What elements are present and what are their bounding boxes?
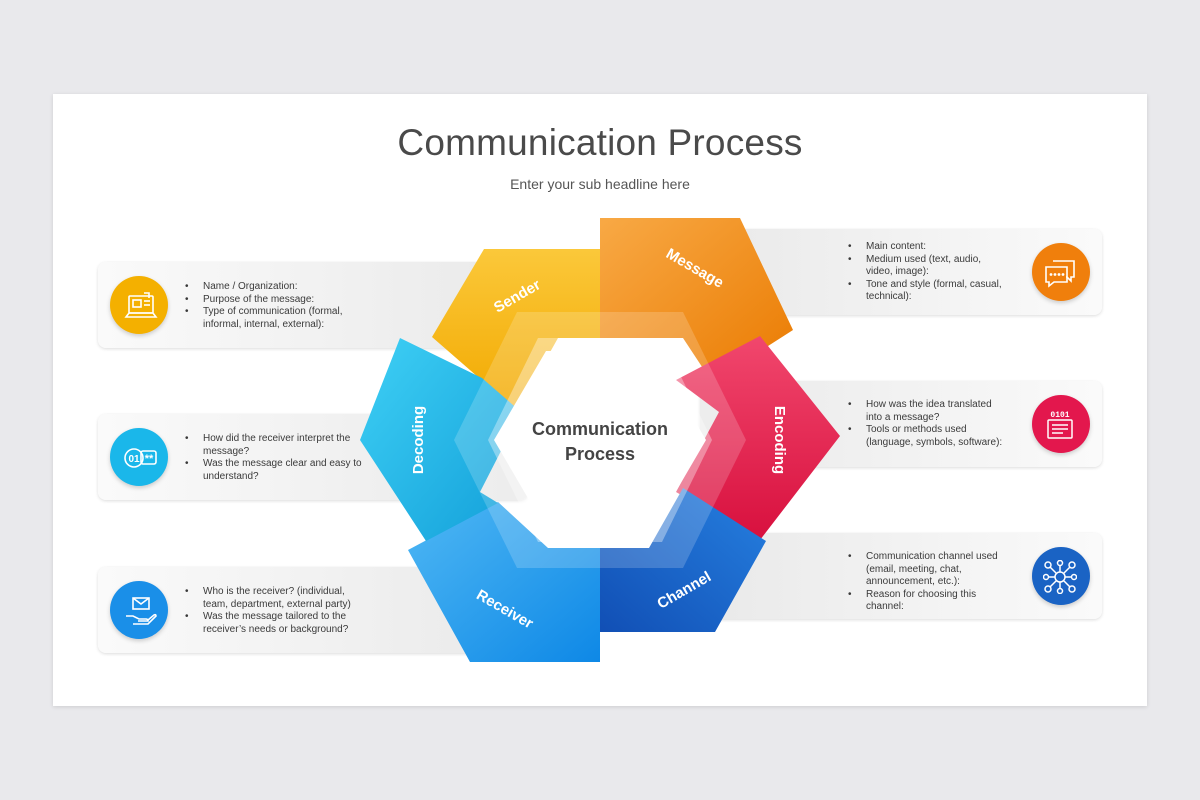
- encoding-bullets: How was the idea translated into a messa…: [848, 399, 1008, 449]
- channel-bullets: Communication channel used (email, meeti…: [848, 551, 1008, 614]
- message-segment: [600, 218, 793, 382]
- channel-bullet: Reason for choosing this channel:: [848, 589, 1008, 614]
- message-bullet: Medium used (text, audio, video, image):: [848, 254, 1008, 279]
- encoding-segment: [676, 336, 840, 540]
- message-bullet: Tone and style (formal, casual, technica…: [848, 279, 1008, 304]
- decoding-segment: [360, 338, 521, 541]
- receiver-icon-circle: [110, 581, 168, 639]
- center-label-line1: Communication: [532, 419, 668, 439]
- sender-segment: [432, 249, 600, 411]
- decoding-bullet: Was the message clear and easy to unders…: [185, 458, 365, 483]
- binary-document-icon: 0101: [1047, 411, 1073, 439]
- decoding-bullets: How did the receiver interpret the messa…: [185, 433, 365, 483]
- encoding-icon-circle: [1032, 395, 1090, 453]
- encoding-bullet: How was the idea translated into a messa…: [848, 399, 1008, 424]
- receiver-bullet: Was the message tailored to the receiver…: [185, 611, 365, 636]
- binary-password-icon: 01 **: [124, 448, 157, 468]
- center-label-line2: Process: [565, 444, 635, 464]
- receiver-bullets: Who is the receiver? (individual, team, …: [185, 586, 365, 636]
- sender-bullets: Name / Organization: Purpose of the mess…: [185, 281, 365, 331]
- chat-bubbles-icon: [1045, 260, 1075, 288]
- receiver-bullet: Who is the receiver? (individual, team, …: [185, 586, 365, 611]
- hand-envelope-icon: [126, 597, 157, 625]
- message-bullets: Main content: Medium used (text, audio, …: [848, 241, 1008, 304]
- page-title: Communication Process: [397, 122, 803, 163]
- document-laptop-icon: [124, 292, 158, 318]
- decoding-label: Decoding: [410, 406, 427, 474]
- sender-bullet: Type of communication (formal, informal,…: [185, 306, 365, 331]
- decoding-bullet: How did the receiver interpret the messa…: [185, 433, 365, 458]
- sender-icon-circle: [110, 276, 168, 334]
- receiver-segment: [408, 502, 600, 662]
- decoding-icon-circle: [110, 428, 168, 486]
- channel-bullet: Communication channel used (email, meeti…: [848, 551, 1008, 589]
- sender-bullet: Purpose of the message:: [185, 294, 365, 307]
- center-hexagon: [494, 351, 706, 529]
- encoding-label: Encoding: [771, 406, 788, 474]
- svg-text:**: **: [145, 453, 154, 465]
- channel-card: Communication channel used (email, meeti…: [700, 533, 1102, 619]
- channel-icon-circle: [1032, 547, 1090, 605]
- encoding-bullet: Tools or methods used (language, symbols…: [848, 424, 1008, 449]
- page-subtitle: Enter your sub headline here: [510, 176, 690, 192]
- message-bullet: Main content:: [848, 241, 1008, 254]
- network-hub-icon: [1043, 560, 1077, 594]
- channel-segment: [600, 488, 766, 632]
- svg-text:0101: 0101: [1050, 411, 1069, 420]
- sender-bullet: Name / Organization:: [185, 281, 365, 294]
- message-icon-circle: [1032, 243, 1090, 301]
- svg-text:01: 01: [128, 454, 140, 465]
